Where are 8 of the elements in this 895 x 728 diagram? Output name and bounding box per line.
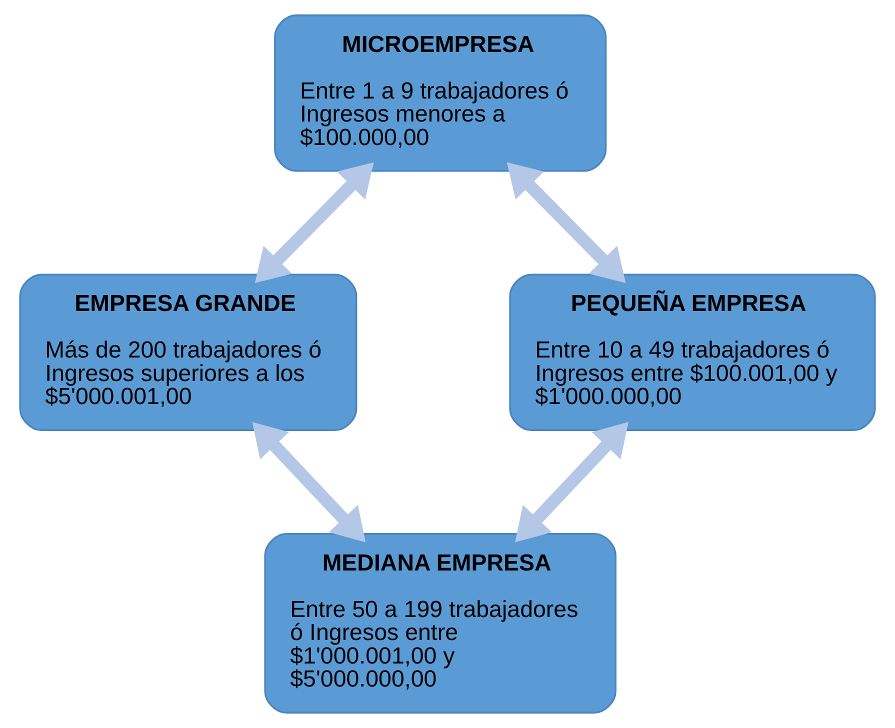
arrow bbox=[252, 422, 366, 542]
node-box: EMPRESA GRANDE Más de 200 trabajadores ó Ingresos superiores a los $5'000.001,00 bbox=[19, 274, 358, 432]
node-box: MICROEMPRESA Entre 1 a 9 trabajadores ó Ingresos menores a $100.000,00 bbox=[274, 14, 607, 172]
arrow bbox=[506, 162, 626, 283]
arrow bbox=[254, 162, 374, 283]
node-box: PEQUEÑA EMPRESA Entre 10 a 49 trabajadores ó Ingresos entre $100.001,00 y $1'000.000,00 bbox=[509, 274, 876, 432]
arrow bbox=[515, 422, 628, 542]
node-box: MEDIANA EMPRESA Entre 50 a 199 trabajadores ó Ingresos entre $1'000.001,00 y $5'000.000,00 bbox=[264, 532, 616, 714]
